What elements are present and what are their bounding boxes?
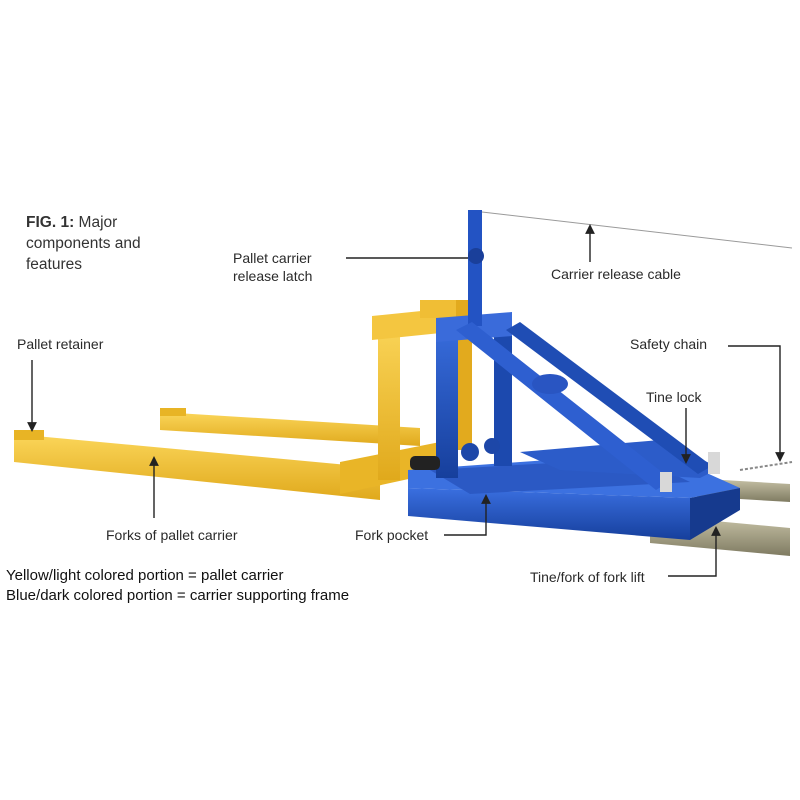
pallet-carrier-yellow bbox=[14, 300, 472, 500]
figure-title-rest: Major bbox=[74, 214, 118, 231]
label-release-latch-line2: release latch bbox=[233, 268, 313, 284]
figure-title-line2: components and bbox=[26, 235, 141, 252]
label-tine-fork-of-fork-lift: Tine/fork of fork lift bbox=[530, 569, 645, 585]
release-cable-line bbox=[481, 211, 793, 249]
figure-title-bold: FIG. 1: bbox=[26, 214, 75, 231]
legend-blue: Blue/dark colored portion = carrier supp… bbox=[6, 587, 350, 604]
label-release-cable: Carrier release cable bbox=[551, 266, 681, 282]
label-forks-of-pallet-carrier: Forks of pallet carrier bbox=[106, 527, 238, 543]
legend-yellow: Yellow/light colored portion = pallet ca… bbox=[6, 567, 284, 584]
label-fork-pocket: Fork pocket bbox=[355, 527, 429, 543]
label-release-latch-line1: Pallet carrier bbox=[233, 250, 312, 266]
carrier-supporting-frame-blue bbox=[408, 210, 740, 540]
label-tine-lock: Tine lock bbox=[646, 389, 702, 405]
leader-lines bbox=[27, 224, 785, 577]
figure-title-line3: features bbox=[26, 256, 83, 273]
safety-chain-line bbox=[739, 461, 793, 471]
figure-caption: FIG. 1: Major components and features bbox=[26, 212, 141, 275]
label-safety-chain: Safety chain bbox=[630, 336, 708, 352]
color-legend: Yellow/light colored portion = pallet ca… bbox=[6, 566, 349, 606]
label-pallet-retainer: Pallet retainer bbox=[17, 336, 104, 352]
